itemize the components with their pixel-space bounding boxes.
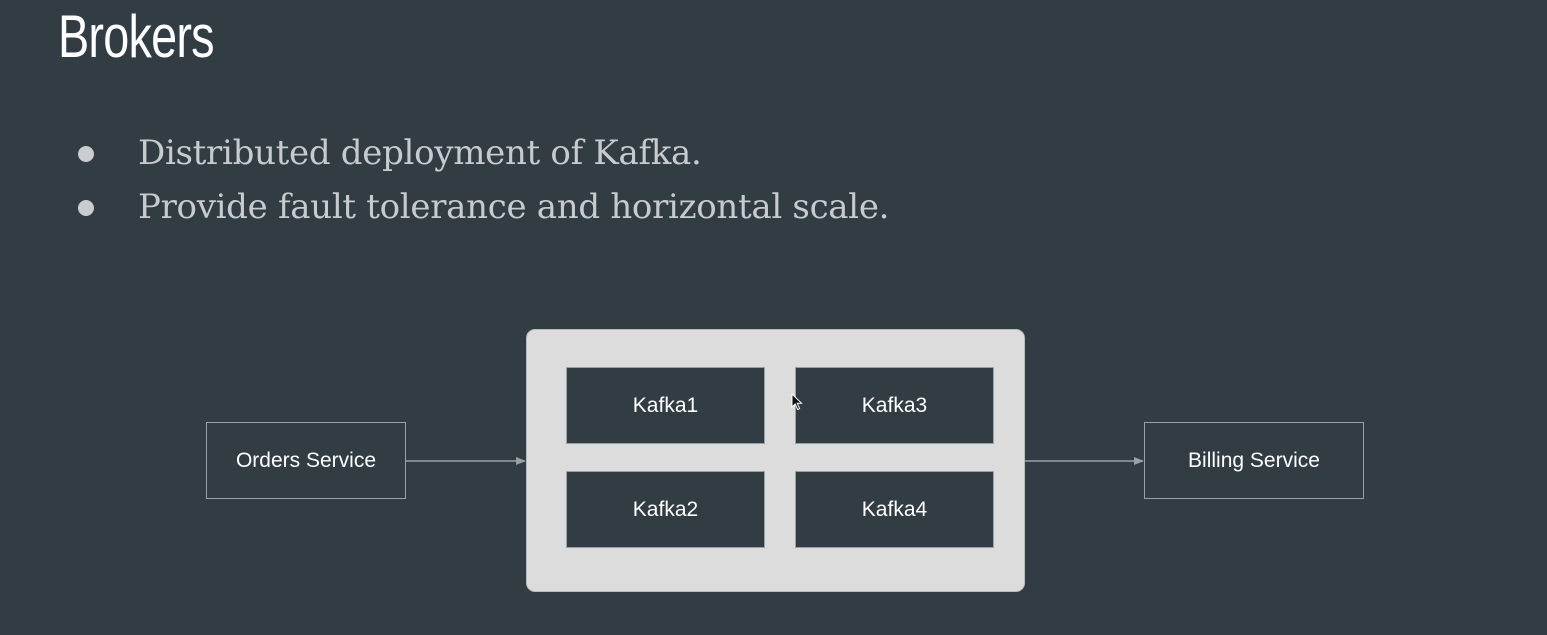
orders-service-box: Orders Service [206,422,406,499]
broker-label: Kafka4 [861,497,928,521]
bullet-dot-icon [78,146,94,162]
slide-title: Brokers [58,3,215,70]
bullet-dot-icon [78,200,94,216]
broker-kafka3: Kafka3 [795,367,994,444]
bullet-text: Provide fault tolerance and horizontal s… [138,187,890,227]
mouse-pointer-icon [791,393,803,411]
broker-kafka2: Kafka2 [566,471,765,548]
bullet-text: Distributed deployment of Kafka. [138,133,702,173]
broker-kafka1: Kafka1 [566,367,765,444]
orders-service-label: Orders Service [235,448,377,472]
kafka-cluster: Kafka1 Kafka3 Kafka2 Kafka4 [526,329,1025,592]
broker-label: Kafka3 [861,393,928,417]
broker-label: Kafka1 [632,393,699,417]
broker-kafka4: Kafka4 [795,471,994,548]
billing-service-box: Billing Service [1144,422,1364,499]
broker-label: Kafka2 [632,497,699,521]
billing-service-label: Billing Service [1188,448,1320,472]
